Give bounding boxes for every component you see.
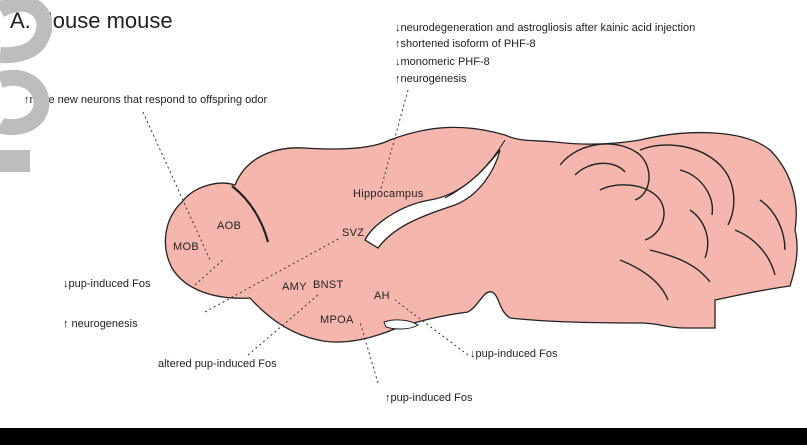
- region-mob: MOB: [173, 241, 199, 253]
- annotation-mob-new-neurons: ↑more new neurons that respond to offspr…: [24, 94, 267, 107]
- annotation-bnst-fos: altered pup-induced Fos: [158, 358, 277, 371]
- region-bnst: BNST: [313, 279, 344, 291]
- region-ah: AH: [374, 290, 390, 302]
- annotation-hippocampus-1: ↓neurodegeneration and astrogliosis afte…: [395, 22, 695, 35]
- annotation-hippocampus-4: ↑neurogenesis: [395, 73, 467, 86]
- annotation-hippocampus-2: ↑shortened isoform of PHF-8: [395, 38, 536, 51]
- region-mpoa: MPOA: [320, 314, 354, 326]
- region-amy: AMY: [282, 281, 307, 293]
- brain-outline: [165, 127, 797, 342]
- annotation-mpoa-fos: ↑pup-induced Fos: [385, 392, 472, 405]
- annotation-hippocampus-3: ↓monomeric PHF-8: [395, 56, 490, 69]
- region-hippocampus: Hippocampus: [353, 188, 424, 200]
- annotation-svz-neurogenesis: ↑ neurogenesis: [63, 318, 138, 331]
- annotation-mob-fos: ↓pup-induced Fos: [63, 278, 150, 291]
- annotation-ah-fos: ↓pup-induced Fos: [470, 348, 557, 361]
- bottom-border: [0, 428, 807, 445]
- region-aob: AOB: [217, 220, 241, 232]
- watermark-mark: [0, 0, 52, 180]
- region-svz: SVZ: [342, 227, 364, 239]
